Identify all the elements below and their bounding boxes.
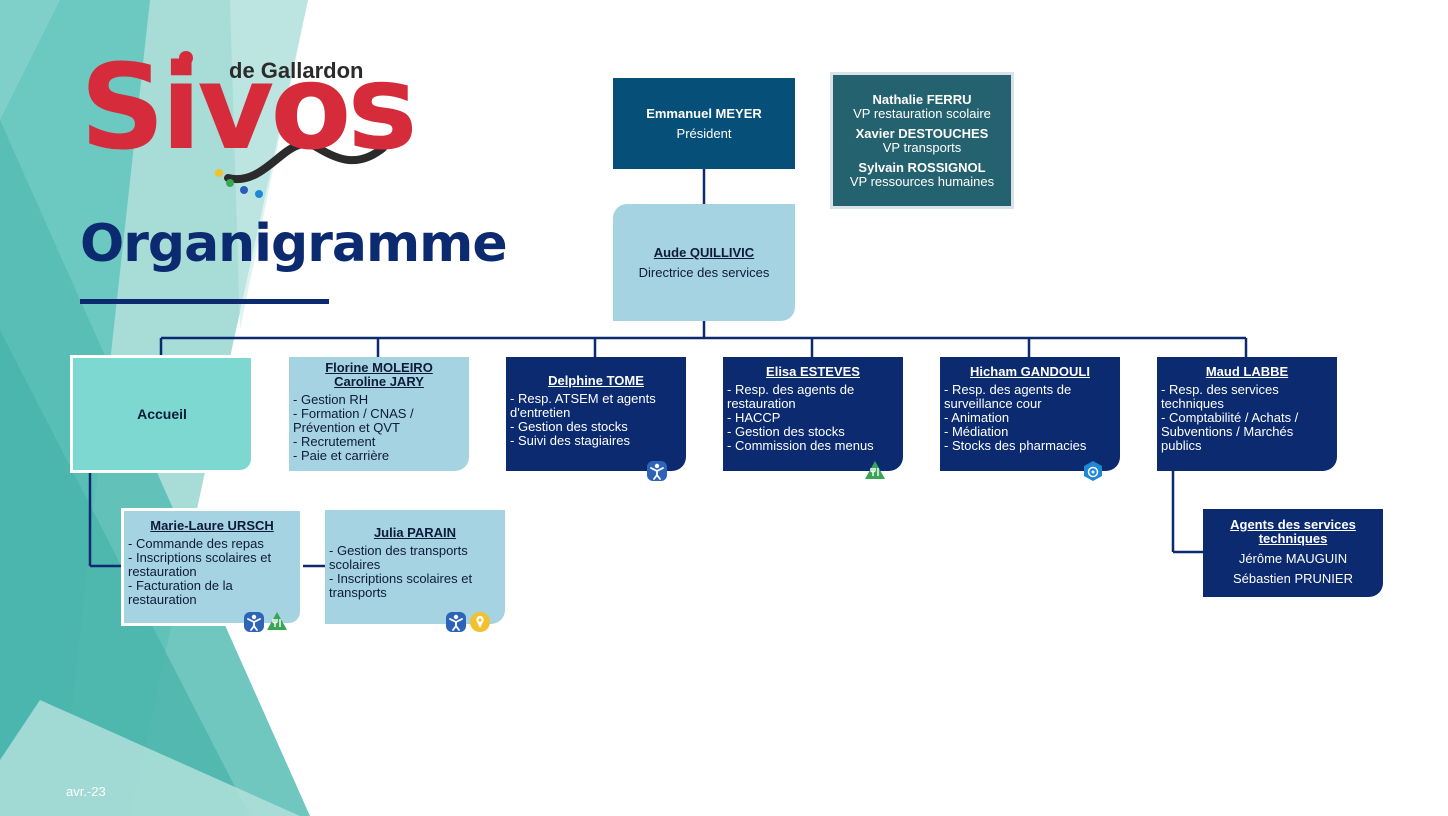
- logo-wordmark: Sivos: [80, 38, 418, 176]
- esteves-box: Elisa ESTEVES Resp. des agents de restau…: [723, 357, 903, 471]
- vp-role: VP restauration scolaire: [853, 105, 991, 121]
- parain-box: Julia PARAIN Gestion des transports scol…: [325, 510, 505, 624]
- ursch-task-list: Commande des repas Inscriptions scolaire…: [128, 537, 296, 607]
- esteves-name: Elisa ESTEVES: [766, 364, 860, 379]
- director-name: Aude QUILLIVIC: [653, 244, 755, 260]
- agent-name: Jérôme MAUGUIN: [1238, 551, 1348, 566]
- labbe-name: Maud LABBE: [1205, 364, 1289, 379]
- vp-role: VP ressources humaines: [849, 173, 995, 189]
- task-item: Commande des repas: [128, 537, 296, 551]
- task-item: Gestion des stocks: [727, 425, 899, 439]
- vice-presidents-box: Nathalie FERRU VP restauration scolaire …: [830, 72, 1014, 209]
- task-item: Inscriptions scolaires et restauration: [128, 551, 296, 579]
- task-item: Formation / CNAS / Prévention et QVT: [293, 407, 465, 435]
- tome-task-list: Resp. ATSEM et agents d'entretien Gestio…: [510, 392, 682, 448]
- vp-role: VP transports: [882, 139, 962, 155]
- tome-name: Delphine TOME: [548, 373, 644, 388]
- task-item: Resp. des agents de surveillance cour: [944, 383, 1116, 411]
- task-item: Médiation: [944, 425, 1116, 439]
- vp-name: Xavier DESTOUCHES: [855, 125, 989, 141]
- date-footer: avr.-23: [66, 784, 106, 799]
- task-item: Suivi des stagiaires: [510, 434, 682, 448]
- task-item: Commission des menus: [727, 439, 899, 453]
- task-item: Paie et carrière: [293, 449, 465, 463]
- task-item: Resp. des services techniques: [1161, 383, 1333, 411]
- task-item: Resp. des agents de restauration: [727, 383, 899, 411]
- agents-tech-box: Agents des services techniques Jérôme MA…: [1203, 509, 1383, 597]
- ursch-box: Marie-Laure URSCH Commande des repas Ins…: [121, 508, 303, 626]
- rh-name: Caroline JARY: [334, 374, 424, 389]
- page-title: Organigramme: [80, 214, 508, 274]
- gandouli-name: Hicham GANDOULI: [970, 364, 1090, 379]
- restaurant-icon: [865, 461, 885, 479]
- accueil-label: Accueil: [137, 406, 187, 422]
- task-item: Recrutement: [293, 435, 465, 449]
- task-item: Gestion des transports scolaires: [329, 544, 501, 572]
- president-name: Emmanuel MEYER: [646, 105, 762, 121]
- labbe-box: Maud LABBE Resp. des services techniques…: [1157, 357, 1337, 471]
- location-pin-icon: [470, 612, 490, 632]
- sivos-logo: [179, 51, 387, 198]
- tome-box: Delphine TOME Resp. ATSEM et agents d'en…: [506, 357, 686, 471]
- agents-tech-title: Agents des services techniques: [1230, 517, 1356, 546]
- director-box: Aude QUILLIVIC Directrice des services: [613, 204, 795, 321]
- child-icon: [446, 612, 466, 632]
- president-role: Président: [676, 125, 732, 141]
- task-item: Gestion RH: [293, 393, 465, 407]
- task-item: Stocks des pharmacies: [944, 439, 1116, 453]
- task-item: Comptabilité / Achats / Subventions / Ma…: [1161, 411, 1333, 453]
- ursch-name: Marie-Laure URSCH: [150, 518, 274, 533]
- vp-name: Sylvain ROSSIGNOL: [858, 159, 986, 175]
- parain-task-list: Gestion des transports scolaires Inscrip…: [329, 544, 501, 600]
- task-item: Animation: [944, 411, 1116, 425]
- parain-name: Julia PARAIN: [373, 525, 457, 540]
- child-icon: [244, 612, 264, 632]
- child-icon: [647, 461, 667, 481]
- task-item: Inscriptions scolaires et transports: [329, 572, 501, 600]
- gandouli-task-list: Resp. des agents de surveillance cour An…: [944, 383, 1116, 453]
- labbe-task-list: Resp. des services techniques Comptabili…: [1161, 383, 1333, 453]
- task-item: Facturation de la restauration: [128, 579, 296, 607]
- logo-subtitle: de Gallardon: [229, 58, 364, 83]
- vp-name: Nathalie FERRU: [872, 91, 972, 107]
- task-item: HACCP: [727, 411, 899, 425]
- esteves-task-list: Resp. des agents de restauration HACCP G…: [727, 383, 899, 453]
- task-item: Gestion des stocks: [510, 420, 682, 434]
- ball-icon: [1084, 461, 1102, 481]
- restaurant-icon: [267, 612, 287, 630]
- rh-task-list: Gestion RH Formation / CNAS / Prévention…: [293, 393, 465, 463]
- director-role: Directrice des services: [638, 264, 770, 280]
- rh-name: Florine MOLEIRO: [325, 360, 433, 375]
- agent-name: Sébastien PRUNIER: [1233, 571, 1353, 586]
- gandouli-box: Hicham GANDOULI Resp. des agents de surv…: [940, 357, 1120, 471]
- president-box: Emmanuel MEYER Président: [613, 78, 795, 169]
- title-underline: [80, 299, 329, 304]
- task-item: Resp. ATSEM et agents d'entretien: [510, 392, 682, 420]
- accueil-box: Accueil: [70, 355, 254, 473]
- rh-box: Florine MOLEIRO Caroline JARY Gestion RH…: [289, 357, 469, 471]
